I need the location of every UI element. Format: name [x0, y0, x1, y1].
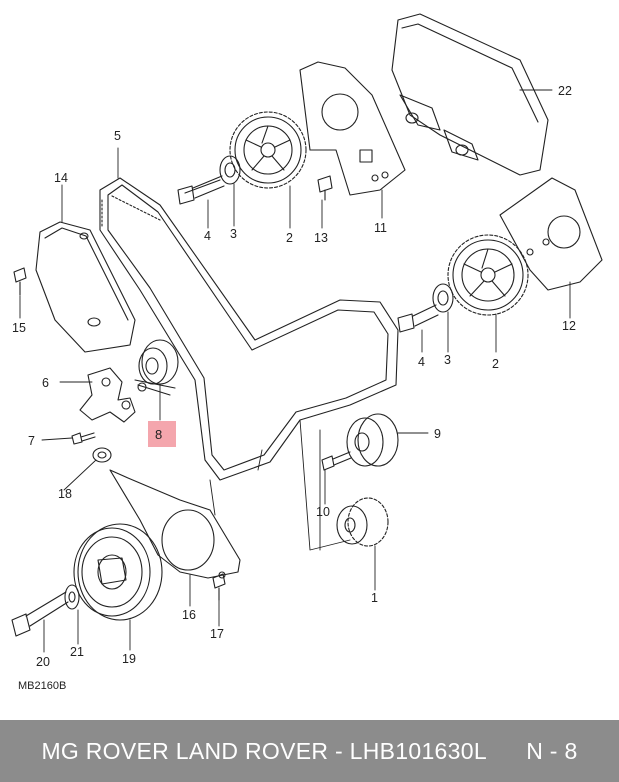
- label-22: 22: [558, 84, 572, 98]
- label-4-right: 4: [418, 355, 425, 369]
- part-labels: 5 14 15 6 7 18 8 4 3 2 13 11 22 12 4 3 2…: [12, 84, 576, 692]
- bolt-15: [13, 267, 27, 296]
- bolt-7: [71, 432, 96, 445]
- label-2-right: 2: [492, 357, 499, 371]
- timing-belt-diagram: 5 14 15 6 7 18 8 4 3 2 13 11 22 12 4 3 2…: [11, 13, 603, 692]
- camshaft-gear-upper: [229, 111, 307, 189]
- label-13: 13: [314, 231, 328, 245]
- label-3-right: 3: [444, 353, 451, 367]
- highlight-box-8: [148, 421, 176, 447]
- timing-belt: [99, 177, 399, 481]
- crankshaft-pulley: [73, 523, 163, 621]
- tensioner-pulley: [134, 339, 179, 396]
- cam-rear-plate-left: [299, 61, 406, 196]
- camshaft-gear-right: [447, 234, 529, 316]
- label-4-upper: 4: [204, 229, 211, 243]
- rear-timing-cover: [391, 13, 549, 176]
- label-21: 21: [70, 645, 84, 659]
- label-11: 11: [374, 221, 387, 235]
- label-5: 5: [114, 129, 121, 143]
- right-washer-bolt: [397, 283, 454, 333]
- bolt-13: [317, 175, 333, 201]
- label-3-upper: 3: [230, 227, 237, 241]
- bolt-17: [212, 573, 226, 601]
- assembly-guide-lines: [209, 419, 351, 551]
- label-1: 1: [371, 591, 378, 605]
- label-10: 10: [316, 505, 330, 519]
- footer-text: MG ROVER LAND ROVER - LHB101630L N - 8: [41, 737, 578, 764]
- label-20: 20: [36, 655, 50, 669]
- upper-washer-bolt: [177, 155, 241, 205]
- crank-bolt-20: [11, 591, 69, 637]
- label-6: 6: [42, 376, 49, 390]
- label-19: 19: [122, 652, 136, 666]
- label-12: 12: [562, 319, 576, 333]
- footer-bar: MG ROVER LAND ROVER - LHB101630L N - 8: [0, 720, 619, 782]
- lower-cover-plate: [109, 469, 241, 579]
- front-timing-cover: [35, 221, 136, 353]
- drawing-code: MB2160B: [18, 680, 66, 692]
- crankshaft-gear: [336, 497, 389, 547]
- label-14: 14: [54, 171, 68, 185]
- tensioner-bracket: [79, 367, 136, 423]
- label-16: 16: [182, 608, 196, 622]
- label-8: 8: [155, 427, 162, 442]
- label-9: 9: [434, 427, 441, 441]
- label-17: 17: [210, 627, 224, 641]
- spacer-18: [92, 447, 112, 463]
- leader-lines: [19, 89, 571, 653]
- label-7: 7: [28, 434, 35, 448]
- idler-pulley: [346, 413, 399, 467]
- label-15: 15: [12, 321, 26, 335]
- cam-rear-plate-right: [499, 177, 603, 291]
- label-18: 18: [58, 487, 72, 501]
- label-2-upper: 2: [286, 231, 293, 245]
- washer-21: [64, 584, 80, 610]
- bolt-10: [321, 451, 352, 471]
